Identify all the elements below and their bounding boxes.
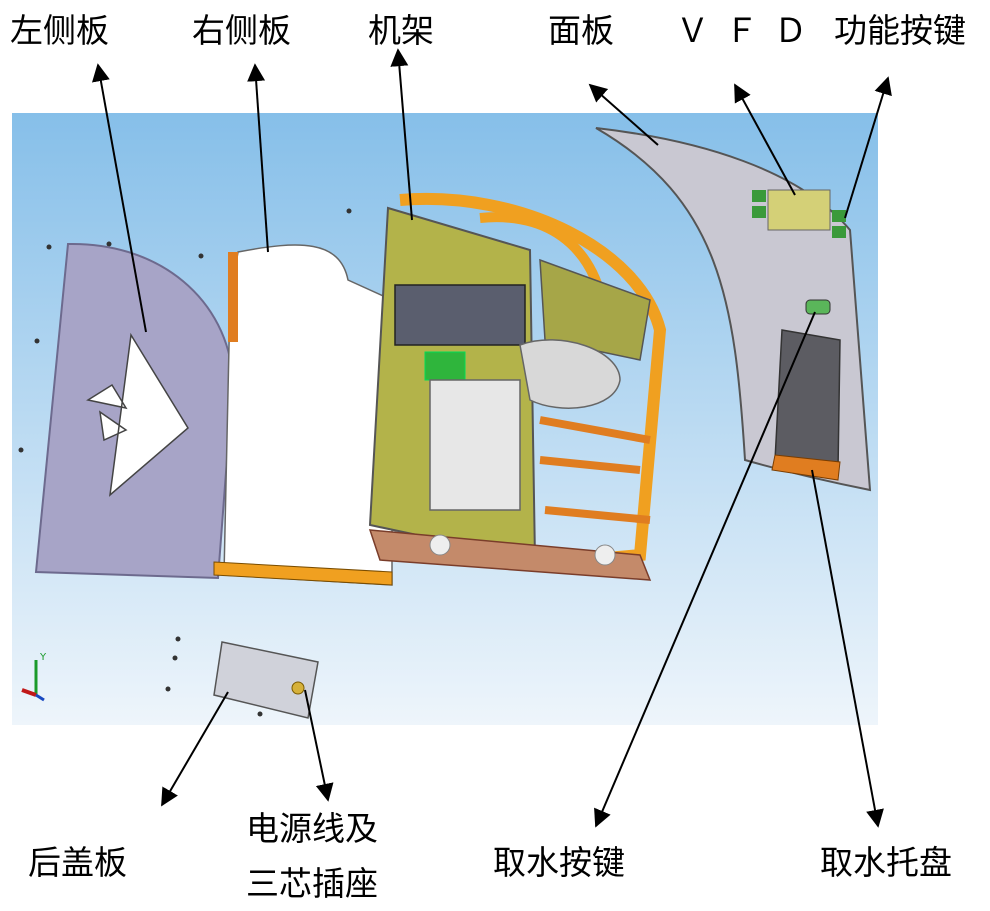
axis-triad-icon: Y [21, 652, 47, 702]
label-function-keys: 功能按键 [834, 11, 966, 50]
label-power-cord-line1: 电源线及 [246, 809, 378, 848]
three-pin-socket [291, 681, 305, 695]
leader-arrows [92, 48, 892, 828]
machine-frame [368, 192, 667, 581]
arrow-vfd [734, 83, 796, 196]
label-water-tray: 取水托盘 [820, 843, 952, 882]
arrow-frame [390, 48, 413, 221]
arrow-back-cover [161, 691, 229, 807]
label-back-cover: 后盖板 [28, 843, 127, 882]
front-face-panel [595, 127, 872, 492]
arrow-right-panel [247, 63, 269, 253]
label-right-panel: 右侧板 [192, 11, 291, 50]
arrow-face-panel [588, 83, 659, 146]
left-side-panel [34, 242, 235, 580]
label-vfd: ＶＦＤ [676, 11, 823, 50]
label-power-cord-line2: 三芯插座 [246, 864, 378, 903]
screws [18, 208, 352, 717]
label-face-panel: 面板 [548, 11, 614, 50]
arrow-water-button [594, 311, 816, 828]
right-side-panel [213, 244, 393, 586]
label-frame: 机架 [368, 11, 434, 50]
label-left-panel: 左侧板 [10, 11, 109, 50]
vfd-window [767, 189, 831, 231]
arrow-power-cord [304, 689, 334, 802]
back-cover-panel [213, 641, 319, 719]
arrow-water-tray [811, 469, 884, 828]
axis-y-label: Y [39, 652, 47, 663]
arrow-function-keys [844, 76, 892, 219]
arrow-left-panel [92, 63, 147, 333]
label-water-button: 取水按键 [493, 843, 625, 882]
